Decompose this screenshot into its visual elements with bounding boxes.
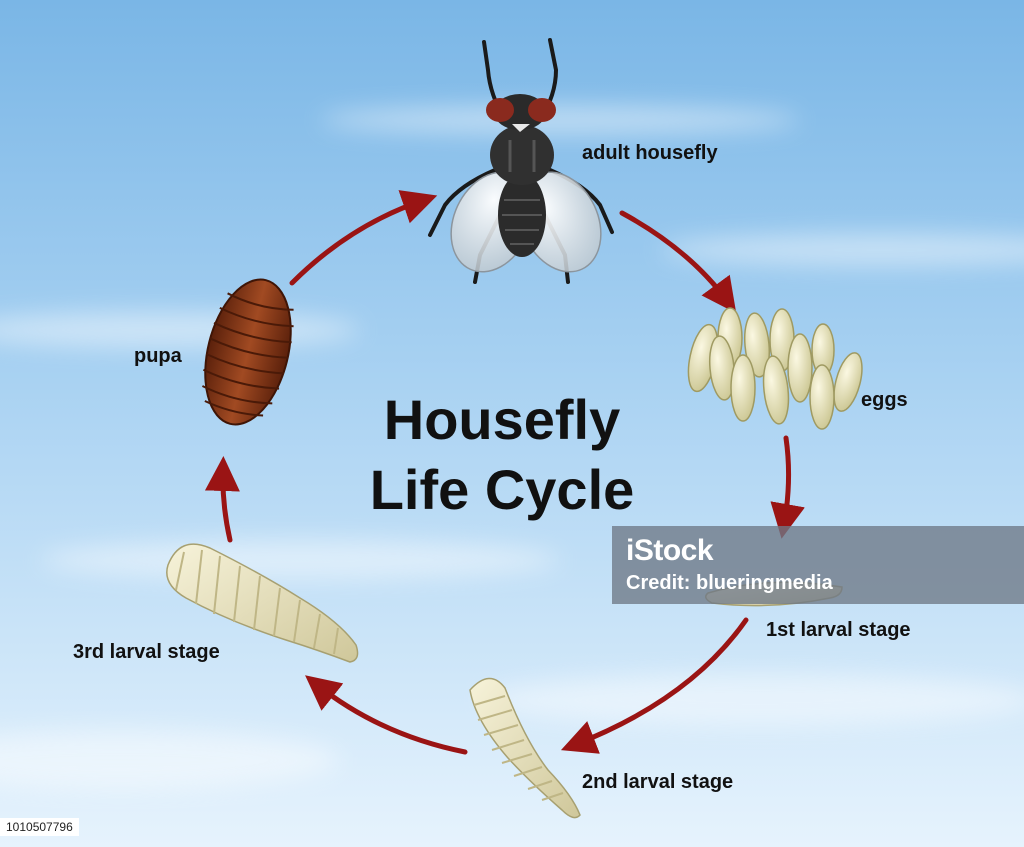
- istock-logo: iStock: [626, 534, 714, 567]
- image-id-tag: 1010507796: [0, 818, 79, 836]
- label-eggs: eggs: [861, 389, 908, 411]
- diagram-title-line1: Housefly: [383, 388, 621, 451]
- label-pupa: pupa: [134, 345, 182, 367]
- pupa-illustration: [201, 278, 294, 426]
- cycle-arrows: [204, 190, 805, 755]
- arrow-larva2-to-larva3: [305, 675, 468, 755]
- arrow-larva3-to-pupa: [204, 456, 240, 543]
- arrow-adult-to-eggs: [619, 210, 737, 314]
- larva-3-illustration: [166, 543, 359, 663]
- label-2nd-larval-stage: 2nd larval stage: [582, 771, 734, 793]
- diagram-title-line2: Life Cycle: [369, 458, 635, 521]
- label-1st-larval-stage: 1st larval stage: [766, 619, 911, 641]
- larva-2-illustration: [469, 677, 581, 819]
- arrow-larva1-to-larva2: [560, 617, 749, 754]
- credit-text: Credit: blueringmedia: [626, 572, 833, 594]
- istock-watermark: iStock Credit: blueringmedia: [612, 526, 1024, 604]
- adult-housefly-illustration: [428, 38, 614, 284]
- label-adult-housefly: adult housefly: [582, 142, 718, 164]
- arrow-pupa-to-adult: [289, 190, 438, 286]
- label-3rd-larval-stage: 3rd larval stage: [73, 641, 220, 663]
- eggs-illustration: [687, 307, 863, 430]
- arrow-eggs-to-larva1: [770, 435, 805, 539]
